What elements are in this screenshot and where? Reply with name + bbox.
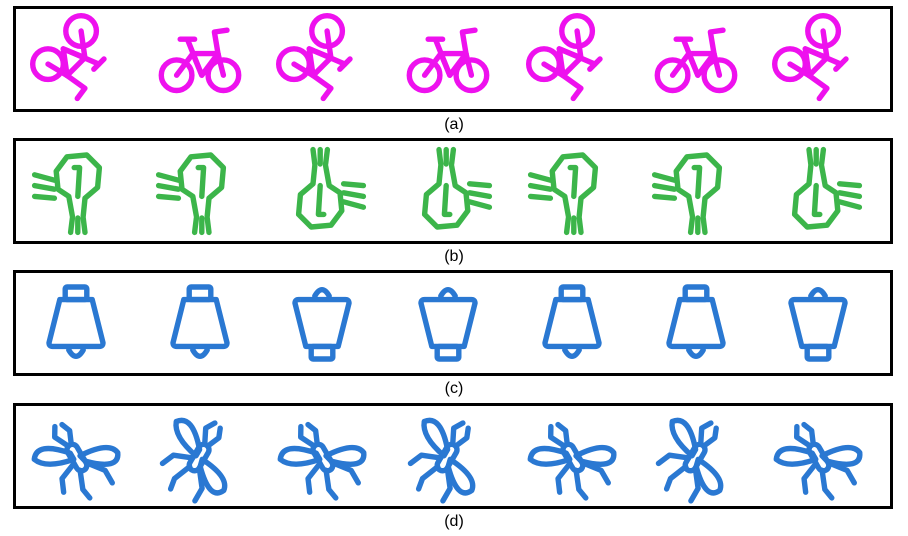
panel-b-icons — [31, 146, 863, 236]
scarf-icon — [791, 146, 863, 230]
mosquito-icon — [773, 421, 863, 501]
panel-a-label: (a) — [444, 116, 464, 133]
bicycle-icon — [406, 27, 490, 94]
panel-a-icons — [29, 12, 849, 102]
mosquito-icon — [159, 417, 228, 504]
mosquito-icon — [407, 417, 476, 504]
scarf-icon — [421, 146, 493, 230]
bell-icon — [542, 284, 602, 359]
scarf-icon — [31, 152, 103, 236]
bell-icon — [170, 284, 230, 359]
mosquito-icon — [655, 417, 724, 504]
scarf-icon — [295, 146, 367, 230]
panel-b-label: (b) — [444, 248, 464, 265]
panel-d-icons — [31, 417, 863, 504]
scarf-icon — [155, 152, 227, 236]
bell-icon — [788, 287, 848, 362]
bicycle-icon — [158, 27, 242, 94]
bicycle-icon — [654, 27, 738, 94]
mosquito-icon — [277, 421, 367, 501]
scarf-icon — [651, 152, 723, 236]
panel-a — [13, 6, 893, 112]
panel-b — [13, 138, 893, 244]
bicycle-icon — [29, 12, 107, 102]
bell-icon — [666, 284, 726, 359]
bell-icon — [418, 287, 478, 362]
panel-c — [13, 270, 893, 376]
bicycle-icon — [275, 12, 353, 102]
bell-icon — [46, 284, 106, 359]
panel-d-label: (d) — [444, 513, 464, 530]
bicycle-icon — [771, 12, 849, 102]
panel-d — [13, 403, 893, 509]
panel-c-label: (c) — [444, 380, 464, 397]
panel-c-icons — [46, 284, 848, 362]
bicycle-icon — [525, 12, 603, 102]
mosquito-icon — [527, 421, 617, 501]
bell-icon — [292, 287, 352, 362]
mosquito-icon — [31, 421, 121, 501]
scarf-icon — [527, 152, 599, 236]
